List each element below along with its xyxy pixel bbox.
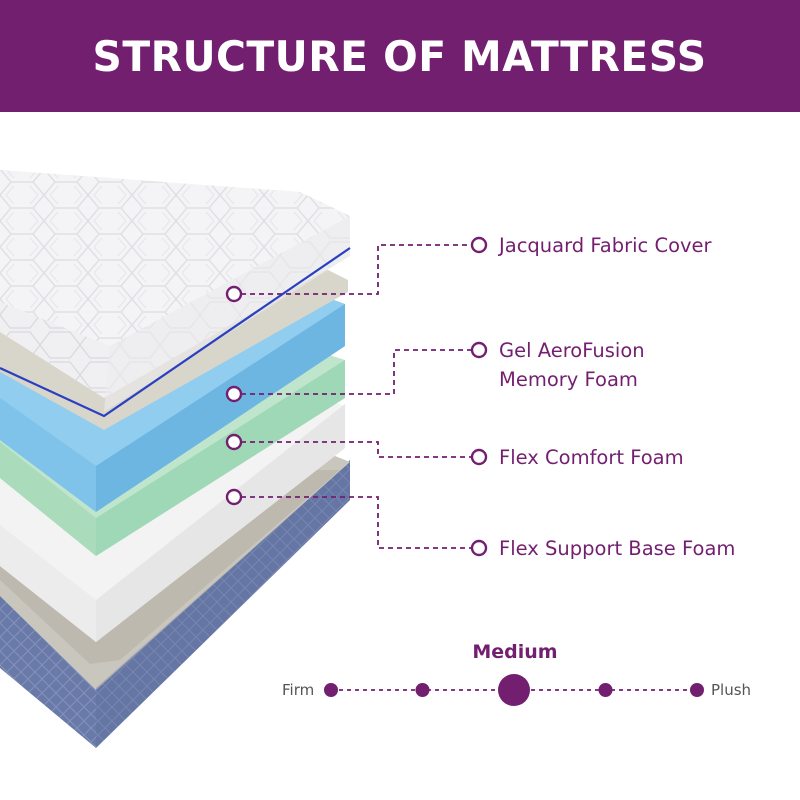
callout-lines — [241, 244, 472, 549]
firmness-scale — [324, 674, 704, 706]
firmness-left-label: Firm — [282, 681, 315, 699]
marker-cover-start — [225, 285, 243, 303]
callout-line-support — [241, 496, 472, 549]
firmness-dot — [324, 683, 338, 697]
marker-gel-end — [470, 341, 488, 359]
label-support-foam: Flex Support Base Foam — [499, 537, 736, 560]
blue-piping — [0, 247, 351, 418]
firmness-right-label: Plush — [711, 681, 752, 699]
callout-line-gel — [241, 349, 472, 395]
marker-cover-end — [470, 236, 488, 254]
marker-comfort-start — [225, 433, 243, 451]
firmness-selected-label: Medium — [472, 641, 558, 663]
label-comfort-foam: Flex Comfort Foam — [499, 446, 684, 469]
page-title: STRUCTURE OF MATTRESS — [92, 31, 708, 81]
callout-line-comfort — [241, 441, 472, 458]
marker-gel-start — [225, 385, 243, 403]
marker-support-start — [225, 488, 243, 506]
jacquard-cover-layer — [0, 170, 351, 430]
label-gel-foam: Gel AeroFusion Memory Foam — [499, 339, 645, 391]
label-jacquard-cover: Jacquard Fabric Cover — [499, 234, 712, 257]
firmness-dot-selected — [498, 674, 530, 706]
firmness-dot — [415, 683, 430, 697]
firmness-dot — [598, 683, 613, 697]
marker-support-end — [470, 539, 488, 557]
firmness-dot — [690, 683, 704, 697]
header-banner: STRUCTURE OF MATTRESS — [0, 0, 800, 112]
marker-comfort-end — [470, 448, 488, 466]
